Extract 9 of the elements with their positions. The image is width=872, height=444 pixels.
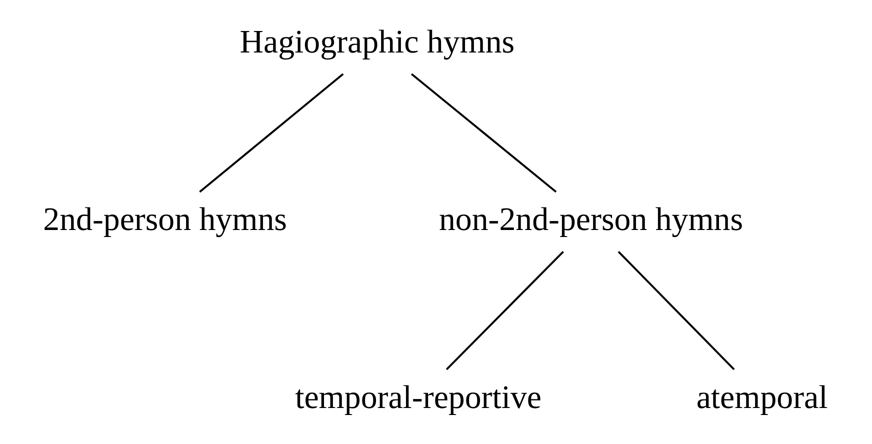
node-text: 2nd-person hymns bbox=[43, 202, 287, 238]
connector bbox=[199, 73, 344, 193]
node-text: temporal-reportive bbox=[295, 380, 542, 416]
connector bbox=[410, 73, 557, 193]
connector bbox=[618, 250, 735, 370]
node-text: Hagiographic hymns bbox=[240, 24, 515, 61]
node-text: atemporal bbox=[696, 380, 828, 416]
node-text: non-2nd-person hymns bbox=[438, 202, 744, 238]
connector bbox=[446, 250, 564, 370]
